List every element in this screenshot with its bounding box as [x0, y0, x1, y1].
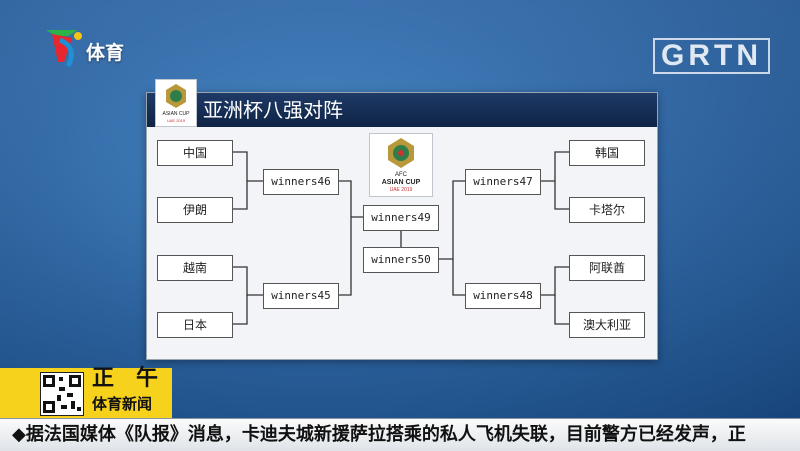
team-box-uae: 阿联酋: [569, 255, 645, 281]
winner-box-48: winners48: [465, 283, 541, 309]
program-subtitle: 体育新闻: [92, 395, 153, 413]
ticker-text: ◆据法国媒体《队报》消息，卡迪夫城新援萨拉搭乘的私人飞机失联，目前警方已经发声，…: [12, 424, 746, 445]
panel-title: 亚洲杯八强对阵: [203, 98, 343, 122]
team-box-australia: 澳大利亚: [569, 312, 645, 338]
winner-box-47: winners47: [465, 169, 541, 195]
asian-cup-logo-icon: ASIAN CUP UAE 2019: [155, 79, 197, 127]
panel-title-bar: [147, 93, 657, 127]
winner-box-46: winners46: [263, 169, 339, 195]
channel-name: 体育: [86, 42, 125, 64]
svg-text:UAE 2019: UAE 2019: [167, 118, 186, 123]
team-box-iran: 伊朗: [157, 197, 233, 223]
channel-logo-icon: [46, 30, 82, 68]
team-box-vietnam: 越南: [157, 255, 233, 281]
program-badge: [0, 368, 172, 418]
svg-text:AFC: AFC: [395, 172, 408, 178]
asian-cup-center-logo-icon: AFC ASIAN CUP UAE 2019: [369, 133, 433, 197]
winner-box-49: winners49: [363, 205, 439, 231]
team-box-korea: 韩国: [569, 140, 645, 166]
winner-box-45: winners45: [263, 283, 339, 309]
bracket-panel: ASIAN CUP UAE 2019 亚洲杯八强对阵 AFC ASIAN CUP…: [146, 79, 658, 360]
team-box-china: 中国: [157, 140, 233, 166]
svg-text:ASIAN CUP: ASIAN CUP: [382, 179, 421, 186]
team-box-qatar: 卡塔尔: [569, 197, 645, 223]
qr-code-icon: [40, 372, 84, 416]
svg-text:UAE 2019: UAE 2019: [390, 187, 413, 193]
svg-text:ASIAN CUP: ASIAN CUP: [163, 111, 191, 117]
news-ticker: ◆据法国媒体《队报》消息，卡迪夫城新援萨拉搭乘的私人飞机失联，目前警方已经发声，…: [0, 418, 800, 451]
grtn-watermark: GRTN: [653, 38, 770, 74]
team-box-japan: 日本: [157, 312, 233, 338]
bracket-lines: [233, 151, 569, 325]
winner-box-50: winners50: [363, 247, 439, 273]
program-title: 正午: [92, 366, 181, 391]
